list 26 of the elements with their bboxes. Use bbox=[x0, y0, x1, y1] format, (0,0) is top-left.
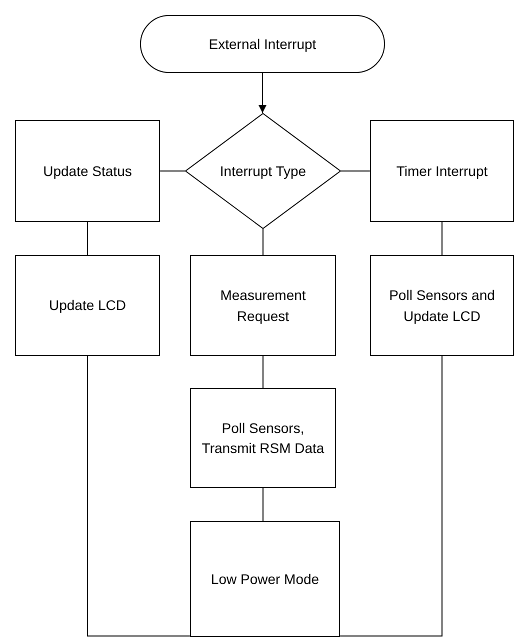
node-label: Timer Interrupt bbox=[395, 162, 489, 181]
process-box bbox=[370, 255, 514, 356]
connector-line bbox=[340, 170, 370, 172]
connector-line bbox=[262, 228, 264, 256]
connector-line bbox=[160, 170, 186, 172]
connector-line bbox=[262, 488, 264, 522]
connector-line bbox=[262, 356, 264, 388]
node-label: Update Status bbox=[42, 162, 133, 181]
node-label: Poll Sensors and Update LCD bbox=[388, 286, 496, 326]
node-label: Low Power Mode bbox=[210, 570, 320, 589]
process-box bbox=[15, 255, 160, 356]
process-box bbox=[190, 255, 336, 356]
node-label: Update LCD bbox=[48, 296, 128, 316]
connector-line bbox=[87, 356, 190, 636]
process-box bbox=[370, 120, 514, 222]
node-label: Poll Sensors, Transmit RSM Data bbox=[200, 418, 326, 458]
node-label: External Interrupt bbox=[208, 34, 318, 54]
decision-diamond bbox=[185, 113, 341, 229]
node-label: Interrupt Type bbox=[218, 162, 308, 181]
process-box bbox=[15, 120, 160, 222]
connector-line bbox=[87, 222, 88, 256]
node-label: Measurement Request bbox=[219, 286, 307, 326]
process-box bbox=[190, 388, 336, 488]
process-box bbox=[190, 521, 340, 637]
connector-line bbox=[340, 356, 442, 636]
arrow bbox=[258, 72, 266, 114]
